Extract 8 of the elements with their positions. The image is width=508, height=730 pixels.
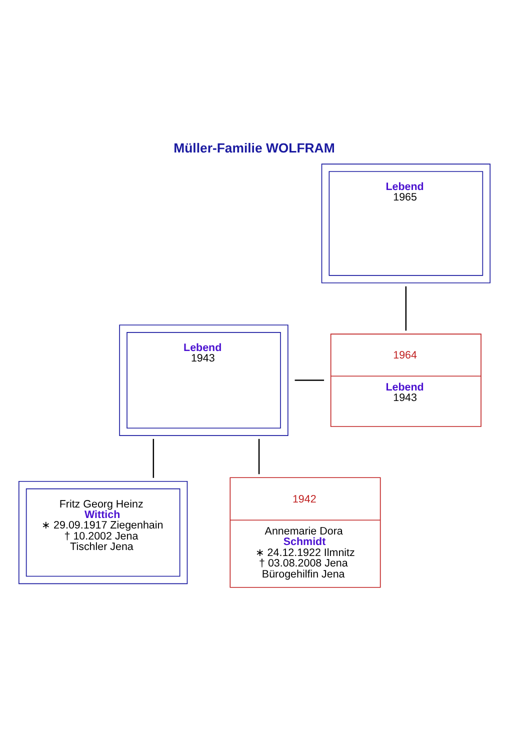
node-box: Lebend 1943	[118, 324, 288, 436]
connector	[404, 286, 406, 331]
node-box: Lebend 1965	[320, 164, 490, 284]
connector	[258, 438, 260, 474]
node-box: Fritz Georg Heinz Wittich ∗ 29.09.1917 Ziegenhain † 10.2002 Jena Tischler Jena	[18, 480, 188, 584]
diagram-title: Müller-Familie WOLFRAM	[173, 140, 334, 156]
connector	[152, 438, 154, 478]
connector	[294, 380, 324, 381]
